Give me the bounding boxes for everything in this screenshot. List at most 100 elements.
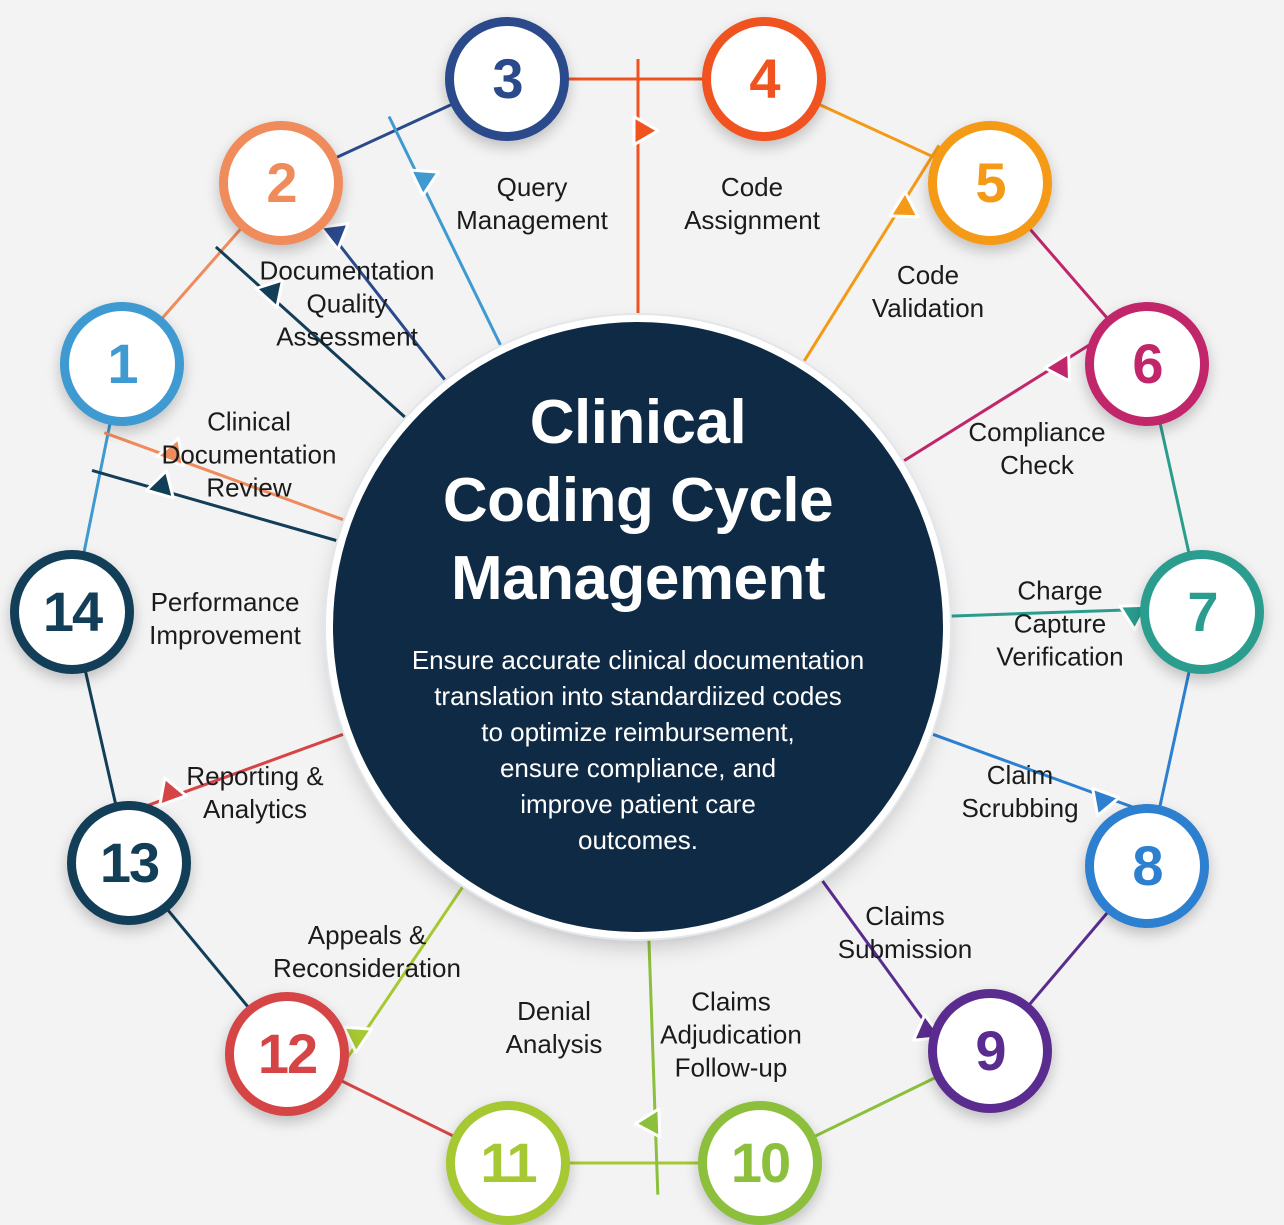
step-label-line: Claims — [865, 901, 945, 931]
step-label-line: Clinical — [207, 406, 291, 437]
spoke-divider — [802, 144, 941, 364]
title-line: Coding Cycle — [442, 466, 834, 535]
step-node: 6 — [1085, 302, 1209, 426]
spoke-divider — [103, 431, 346, 522]
flow-arrow-icon — [155, 436, 185, 468]
step-number: 12 — [257, 1022, 318, 1085]
description-line: translation into standardiized codes — [434, 681, 842, 711]
step-number: 9 — [975, 1019, 1006, 1082]
flow-arrow-icon — [1091, 786, 1121, 818]
step-label-line: Reconsideration — [273, 953, 461, 983]
step-label-line: Review — [206, 472, 292, 503]
step-node: 10 — [698, 1101, 822, 1225]
step-number: 4 — [749, 47, 780, 110]
description-line: outcomes. — [578, 825, 698, 855]
description-line: improve patient care — [520, 789, 756, 819]
step-label-line: Code — [720, 172, 784, 202]
spoke-divider — [214, 245, 408, 420]
spoke-divider — [901, 324, 1121, 463]
flow-arrow-icon — [144, 469, 175, 500]
step-label: Appeals &Reconsideration — [247, 919, 487, 985]
flow-arrow-icon — [632, 115, 660, 147]
description-line: ensure compliance, and — [499, 753, 777, 783]
step-label-line: Claim — [986, 760, 1054, 790]
flow-arrow-icon — [158, 776, 188, 807]
title-line: Clinical — [529, 388, 747, 457]
step-label-line: Appeals & — [307, 920, 427, 950]
step-label-line: Denial — [517, 996, 591, 1026]
flow-arrow-icon — [254, 278, 285, 309]
step-label-line: Assessment — [276, 321, 418, 352]
step-number: 13 — [99, 831, 160, 894]
description-line: Ensure accurate clinical documentation — [411, 645, 865, 675]
step-node: 1 — [60, 302, 184, 426]
step-node: 4 — [702, 17, 826, 141]
spoke-divider — [647, 938, 660, 1195]
step-number: 11 — [480, 1131, 537, 1194]
step-number: 10 — [730, 1131, 791, 1194]
title-line: Management — [451, 544, 825, 613]
diagram-title: Clinical Coding Cycle Management — [373, 384, 903, 618]
step-label-line: Submission — [837, 934, 973, 964]
step-label-line: Verification — [996, 641, 1124, 672]
step-node: 2 — [219, 121, 343, 245]
step-label-line: Performance — [150, 587, 300, 617]
step-label-line: Adjudication — [660, 1019, 802, 1050]
step-label-line: Management — [456, 205, 608, 235]
step-label-line: Improvement — [149, 620, 301, 650]
step-label-line: Reporting & — [186, 761, 324, 791]
step-number: 7 — [1187, 580, 1218, 643]
diagram-description: Ensure accurate clinical documentation t… — [373, 642, 903, 858]
step-number: 8 — [1132, 834, 1163, 897]
flow-arrow-icon — [409, 168, 440, 197]
step-label-line: Analytics — [202, 794, 308, 824]
step-label-line: Code — [896, 260, 960, 290]
spoke-divider — [387, 115, 503, 348]
step-label-line: Scrubbing — [961, 793, 1079, 823]
step-label-line: Query — [496, 172, 568, 202]
step-node: 3 — [445, 17, 569, 141]
flow-arrow-icon — [633, 1107, 662, 1139]
step-label-line: Capture — [1013, 608, 1107, 639]
step-number: 3 — [492, 47, 523, 110]
step-number: 6 — [1132, 332, 1163, 395]
flow-arrow-icon — [319, 222, 350, 251]
step-number: 14 — [42, 580, 103, 643]
step-node: 5 — [928, 121, 1052, 245]
step-label-line: Follow-up — [674, 1052, 788, 1083]
step-node: 14 — [10, 550, 134, 674]
step-number: 1 — [107, 332, 138, 395]
step-node: 11 — [446, 1101, 570, 1225]
description-line: to optimize reimbursement, — [481, 717, 795, 747]
step-node: 8 — [1085, 804, 1209, 928]
step-label-line: Quality — [306, 288, 388, 319]
step-number: 5 — [975, 151, 1006, 214]
step-node: 12 — [225, 992, 349, 1116]
step-label-line: Assignment — [684, 205, 820, 235]
spoke-divider — [91, 468, 339, 543]
step-number: 2 — [266, 151, 297, 214]
step-label-line: Claims — [691, 986, 771, 1017]
flow-arrow-icon — [342, 1025, 374, 1054]
step-label-line: Compliance — [968, 417, 1106, 447]
step-node: 9 — [928, 989, 1052, 1113]
center-hub: Clinical Coding Cycle Management Ensure … — [333, 322, 943, 932]
flow-arrow-icon — [1043, 351, 1072, 383]
step-label-line: Analysis — [505, 1029, 603, 1059]
step-node: 7 — [1140, 550, 1264, 674]
step-node: 13 — [67, 801, 191, 925]
step-label-line: Validation — [871, 293, 985, 323]
step-label: Reporting &Analytics — [135, 760, 375, 826]
